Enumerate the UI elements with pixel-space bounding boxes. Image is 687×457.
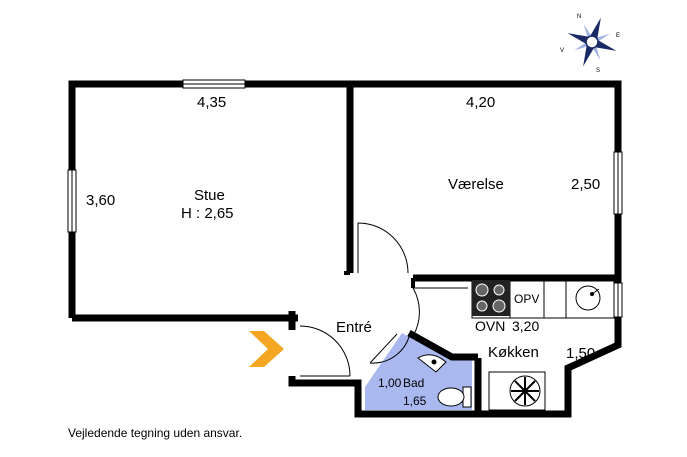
compass-west: V xyxy=(560,48,564,54)
koekken-width: 3,20 xyxy=(512,318,539,334)
fan-icon xyxy=(488,371,546,411)
koekken-depth: 1,50 xyxy=(566,345,595,362)
vaerelse-depth: 2,50 xyxy=(571,176,600,193)
windows xyxy=(67,79,623,318)
cupboard-label: OPV xyxy=(514,292,539,306)
disclaimer-text: Vejledende tegning uden ansvar. xyxy=(68,426,243,440)
bad-name: Bad xyxy=(403,376,424,390)
sink-icon xyxy=(575,285,601,311)
entrance-arrow-icon xyxy=(249,331,284,367)
toilet-icon xyxy=(437,386,472,408)
washbasin-icon xyxy=(417,354,447,373)
compass-north: N xyxy=(577,14,581,20)
stove-icon xyxy=(472,280,510,316)
compass-east: E xyxy=(616,33,620,39)
stue-name: Stue xyxy=(194,187,225,204)
walls xyxy=(68,80,622,418)
vaerelse-name: Værelse xyxy=(448,176,504,193)
oven-label: OVN xyxy=(475,318,505,334)
compass-south: S xyxy=(596,68,600,74)
koekken-name: Køkken xyxy=(488,344,539,361)
entre-name: Entré xyxy=(336,319,372,336)
stue-height: H : 2,65 xyxy=(181,205,234,222)
stue-width: 4,35 xyxy=(197,94,226,111)
vaerelse-width: 4,20 xyxy=(466,94,495,111)
bad-width: 1,00 xyxy=(378,376,402,390)
compass-rose-icon xyxy=(567,17,617,67)
doors xyxy=(299,222,468,377)
stue-depth: 3,60 xyxy=(86,192,115,209)
bad-depth: 1,65 xyxy=(403,394,427,408)
